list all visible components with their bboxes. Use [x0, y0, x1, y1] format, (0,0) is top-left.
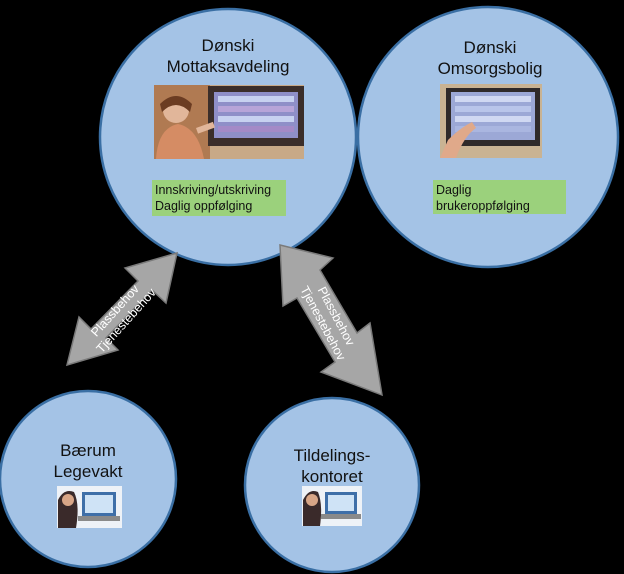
mottak-note: Innskriving/utskriving Daglig oppfølging: [152, 180, 286, 216]
mottak-title: Dønski Mottaksavdeling: [166, 36, 290, 76]
screen-touch-photo: [440, 84, 542, 158]
tildeling-title: Tildelings- kontoret: [293, 446, 371, 486]
right-double-arrow: [279, 244, 383, 397]
legevakt-title: Bærum Legevakt: [53, 441, 123, 481]
person-at-laptop-photo: [57, 486, 122, 528]
nurse-at-screen-photo: [154, 85, 304, 159]
omsorg-title: Dønski Omsorgsbolig: [437, 38, 543, 78]
person-at-laptop-photo: [302, 486, 362, 526]
omsorg-note: Daglig brukeroppfølging: [433, 180, 566, 214]
tildeling-circle: [243, 396, 421, 574]
left-double-arrow: [65, 251, 179, 367]
legevakt-circle: [0, 389, 178, 569]
